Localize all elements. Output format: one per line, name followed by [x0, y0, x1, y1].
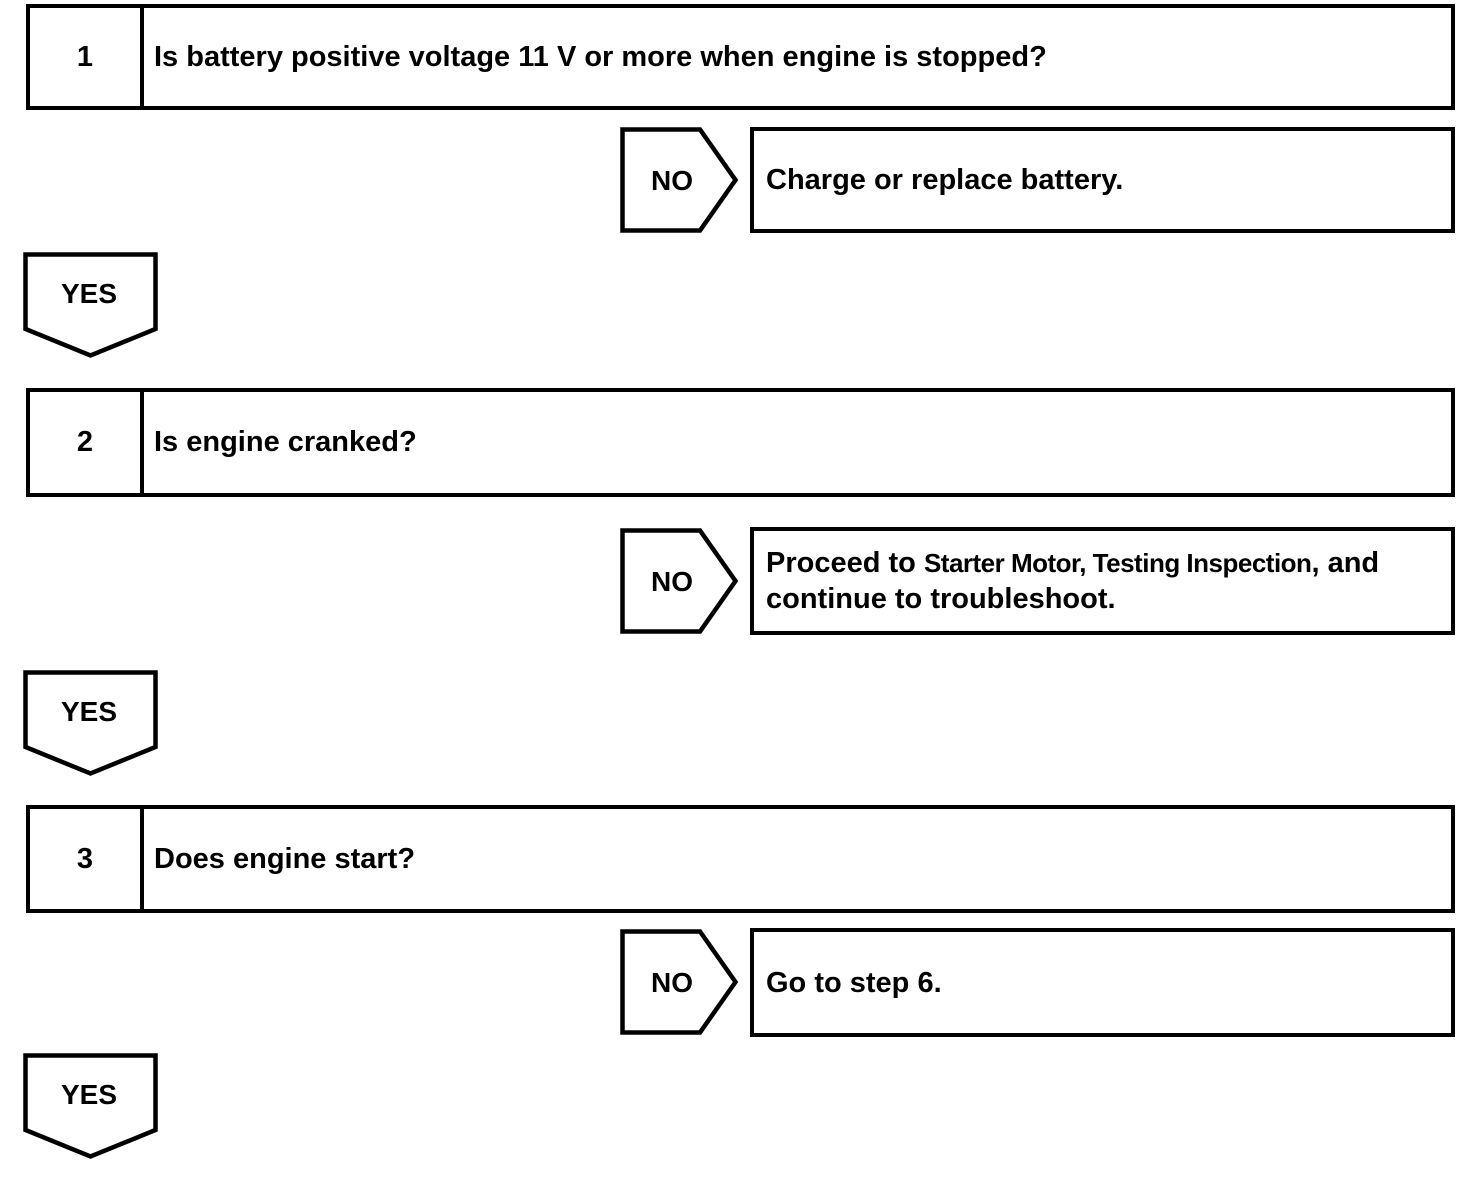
no-pentagon-shape — [620, 127, 739, 233]
yes-pentagon-shape — [23, 252, 158, 358]
no-result-suffix: , and — [1311, 547, 1380, 579]
yes-pentagon-icon-1: YES — [23, 252, 158, 358]
no-result-text-1: Charge or replace battery. — [766, 164, 1124, 196]
yes-pentagon-icon-3: YES — [23, 1053, 158, 1159]
no-result-reference: Starter Motor, Testing Inspection — [923, 548, 1312, 578]
no-pentagon-icon-3: NO — [620, 929, 739, 1035]
no-label-2: NO — [651, 566, 693, 597]
no-pentagon-icon-1: NO — [620, 127, 739, 233]
question-text-1: Is battery positive voltage 11 V or more… — [154, 40, 1047, 73]
yes-pentagon-shape — [23, 1053, 158, 1159]
no-pentagon-shape — [620, 929, 739, 1035]
no-result-text-3: Go to step 6. — [766, 966, 942, 999]
no-label-1: NO — [651, 165, 693, 196]
step-number-2: 2 — [30, 392, 144, 493]
question-text-2: Is engine cranked? — [154, 426, 417, 458]
question-box-2: 2 Is engine cranked? — [26, 388, 1455, 497]
no-pentagon-shape — [620, 528, 739, 634]
yes-label-2: YES — [61, 696, 117, 727]
no-result-line-1: Proceed to Starter Motor, Testing Inspec… — [766, 545, 1445, 581]
yes-pentagon-shape — [23, 670, 158, 776]
no-pentagon-icon-2: NO — [620, 528, 739, 634]
question-text-3: Does engine start? — [154, 842, 416, 875]
no-result-prefix: Proceed to — [766, 547, 924, 579]
no-result-line-2: continue to troubleshoot. — [766, 583, 1116, 615]
no-result-box-2: Proceed to Starter Motor, Testing Inspec… — [750, 527, 1455, 635]
question-box-1: 1 Is battery positive voltage 11 V or mo… — [26, 4, 1455, 110]
step-number-3: 3 — [30, 809, 144, 909]
no-label-3: NO — [651, 967, 693, 998]
step-number-1: 1 — [30, 8, 144, 106]
no-result-box-1: Charge or replace battery. — [750, 127, 1455, 233]
question-box-3: 3 Does engine start? — [26, 805, 1455, 913]
yes-pentagon-icon-2: YES — [23, 670, 158, 776]
yes-label-3: YES — [61, 1079, 117, 1110]
no-result-box-3: Go to step 6. — [750, 928, 1455, 1037]
yes-label-1: YES — [61, 278, 117, 309]
